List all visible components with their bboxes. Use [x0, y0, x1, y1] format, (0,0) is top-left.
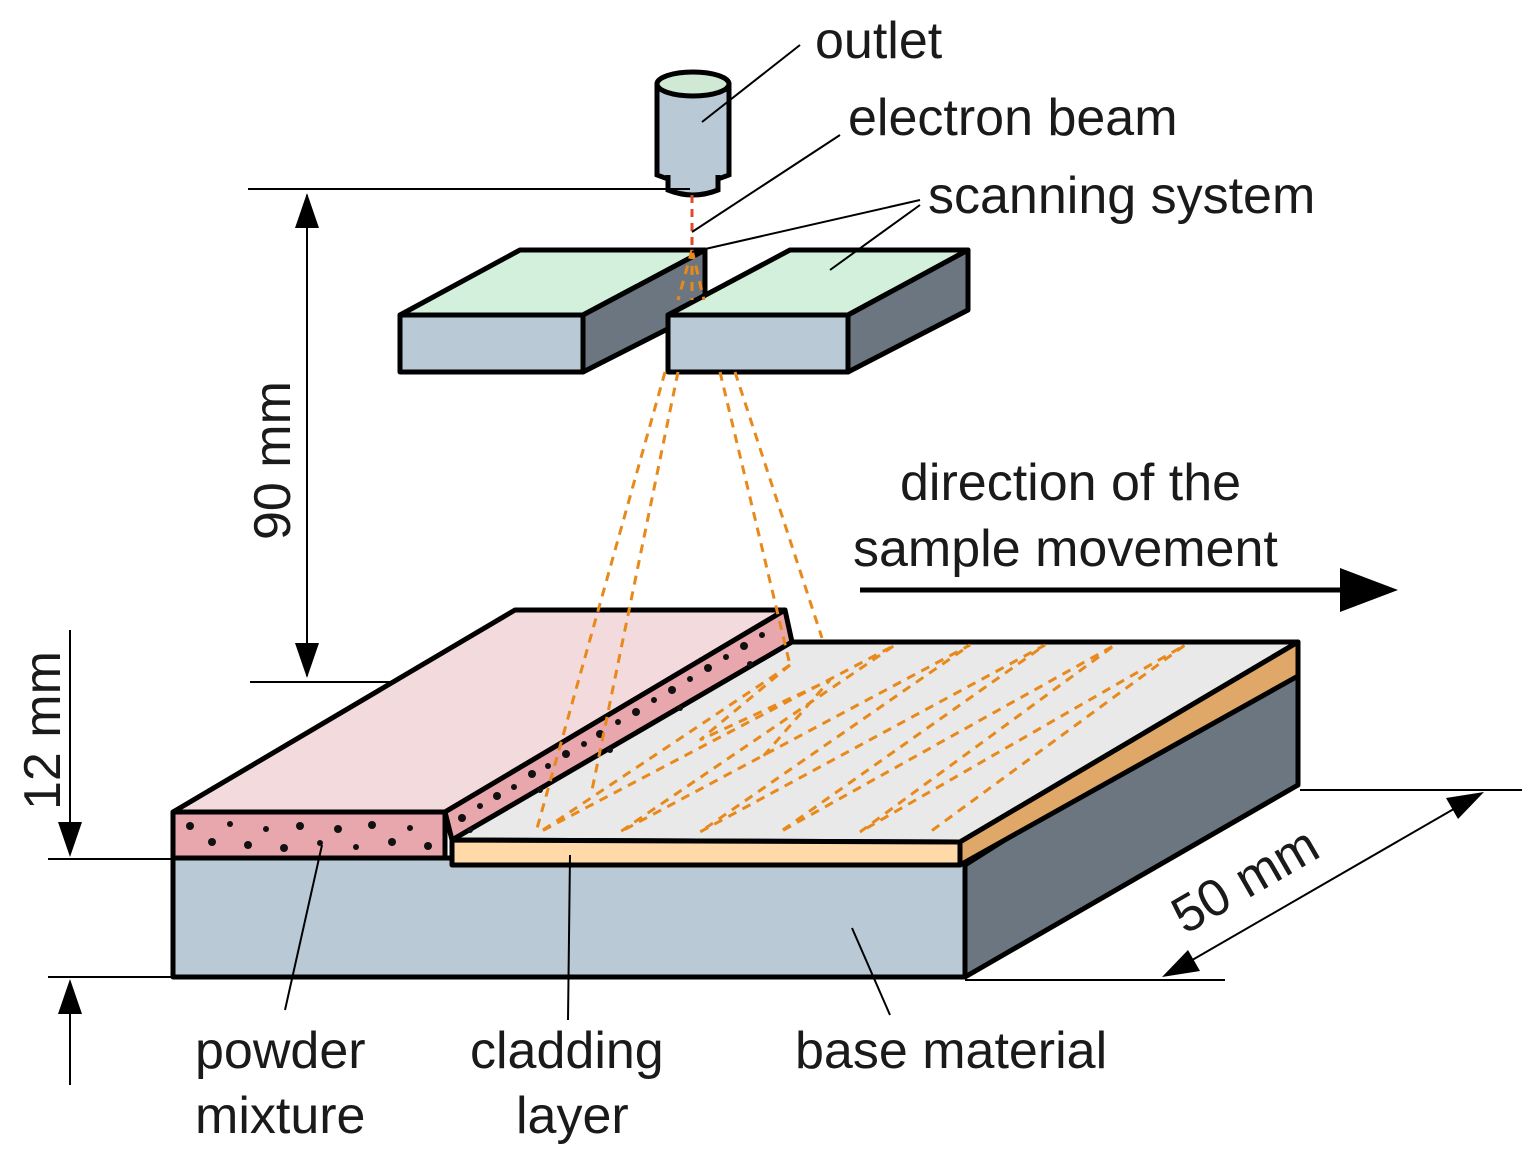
sample-block	[170, 607, 1301, 980]
dim-12-arrow-down	[58, 822, 82, 857]
leader-scanning-left	[691, 199, 921, 253]
dim-90-arrow-up	[295, 193, 319, 228]
leader-electron-beam	[691, 134, 841, 233]
powder-front-face	[170, 809, 448, 861]
deflected-beams	[534, 371, 824, 833]
leader-outlet	[701, 44, 801, 123]
dim-12-arrow-up	[58, 979, 82, 1014]
beam-fan	[676, 249, 706, 301]
label-scanning-system: scanning system	[928, 167, 1315, 225]
label-electron-beam: electron beam	[848, 89, 1178, 147]
leader-scanning-right	[829, 204, 921, 271]
cladding-front-face	[449, 837, 963, 868]
dim-50-line	[1167, 794, 1479, 975]
label-direction-line1: direction of the	[900, 454, 1241, 512]
outlet-nozzle	[654, 69, 732, 198]
dim-50-arrow-left	[1162, 950, 1200, 977]
scanning-system	[397, 247, 971, 375]
dim-50-arrow-right	[1446, 792, 1484, 819]
dim-90-arrow-down	[295, 643, 319, 678]
label-cladding-line2: layer	[516, 1087, 629, 1145]
leader-cladding	[567, 854, 571, 1021]
leader-powder	[284, 844, 323, 1011]
label-outlet: outlet	[815, 12, 943, 70]
label-cladding-line1: cladding	[470, 1022, 664, 1080]
scan-pattern	[539, 643, 1186, 834]
label-powder-line1: powder	[195, 1022, 366, 1080]
direction-arrow-head	[1340, 568, 1398, 612]
leader-base	[851, 927, 891, 1016]
label-dim-12: 12 mm	[14, 651, 72, 810]
label-base-material: base material	[795, 1022, 1107, 1080]
label-dim-90: 90 mm	[244, 381, 302, 540]
powder-particles	[186, 632, 765, 852]
label-powder-line2: mixture	[195, 1087, 365, 1145]
label-direction-line2: sample movement	[853, 520, 1278, 578]
